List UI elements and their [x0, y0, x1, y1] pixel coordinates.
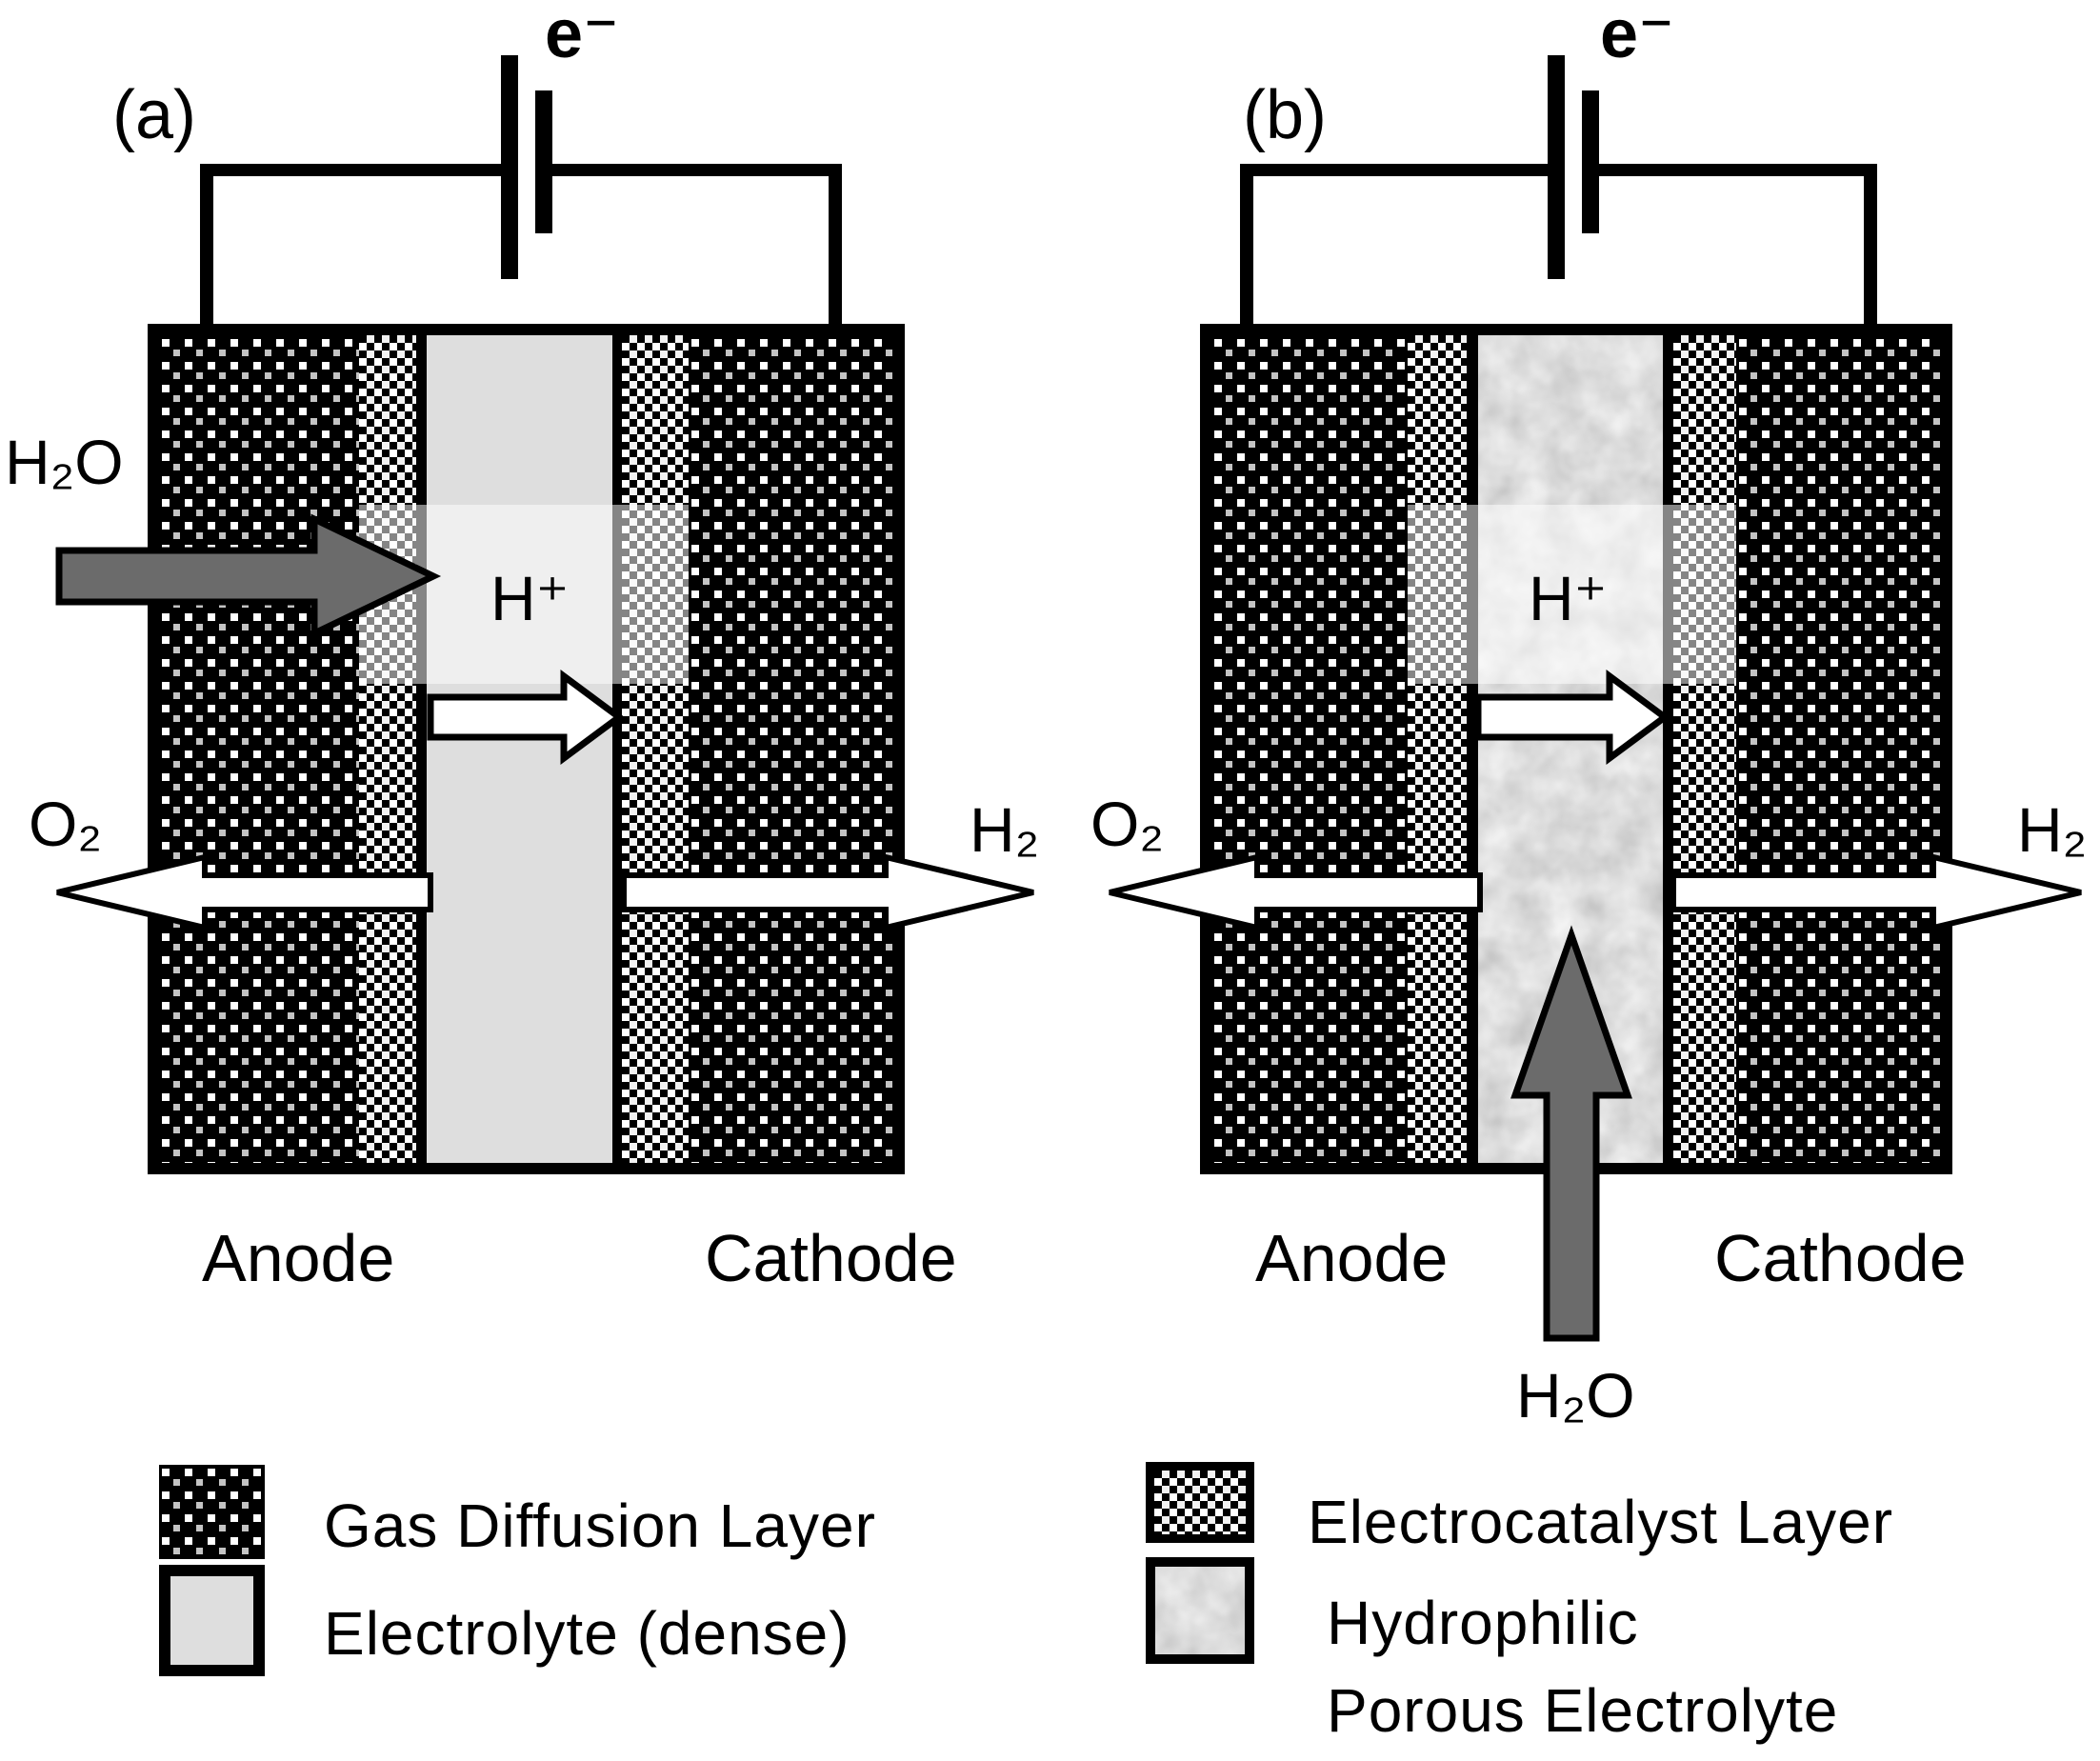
electrocatalyst-layer-right-b: [1673, 335, 1736, 1163]
wire-top-left-b: [1243, 164, 1548, 176]
proton-highlight-band-b: [1408, 505, 1736, 684]
cathode-label-b: Cathode: [1714, 1221, 1967, 1295]
proton-arrow-a: [427, 670, 625, 765]
legend-swatch-porous-pattern: [1155, 1567, 1245, 1654]
panel-b-letter: (b): [1243, 77, 1327, 153]
gas-diffusion-layer-left-a: [159, 335, 359, 1163]
legend-swatch-electrocatalyst-pattern: [1154, 1471, 1246, 1534]
wire-right-down-a: [829, 164, 842, 324]
electrocatalyst-layer-right-a: [622, 335, 689, 1163]
wire-top-right-a: [552, 164, 842, 176]
wire-left-down-b: [1240, 164, 1253, 324]
legend-swatch-electrocatalyst-layer: [1146, 1462, 1254, 1543]
anode-label-b: Anode: [1255, 1221, 1449, 1295]
wire-top-right-b: [1599, 164, 1877, 176]
gas-diffusion-layer-right-a: [689, 335, 893, 1163]
water-inlet-label-b: H₂O: [1516, 1360, 1635, 1431]
proton-label-b: H⁺: [1529, 563, 1608, 633]
legend-label-gas-diffusion-layer: Gas Diffusion Layer: [324, 1491, 876, 1560]
water-inlet-arrow-b: [1510, 925, 1632, 1342]
anode-label-a: Anode: [202, 1221, 395, 1295]
hydrogen-out-arrow-b: [1670, 853, 2082, 931]
battery-short-plate-b: [1582, 90, 1599, 233]
legend-label-porous-electrolyte: Porous Electrolyte: [1327, 1676, 1839, 1745]
legend-label-electrolyte-dense: Electrolyte (dense): [324, 1599, 850, 1668]
proton-label-a: H⁺: [490, 563, 570, 633]
wire-top-left-a: [203, 164, 501, 176]
gas-diffusion-layer-left-b: [1211, 335, 1408, 1163]
hydrogen-out-label-b: H₂: [2017, 794, 2088, 865]
proton-arrow-b: [1474, 670, 1670, 765]
gas-diffusion-layer-right-b: [1736, 335, 1941, 1163]
panel-b-electron-label: e⁻: [1600, 0, 1675, 72]
wire-left-down-a: [200, 164, 213, 324]
battery-long-plate-b: [1548, 55, 1565, 279]
water-inlet-arrow-a: [55, 513, 442, 639]
battery-short-plate-a: [535, 90, 552, 233]
electrocatalyst-layer-left-a: [359, 335, 416, 1163]
oxygen-out-arrow-a: [56, 853, 433, 931]
oxygen-out-label-b: O₂: [1090, 789, 1164, 859]
panel-a-electron-label: e⁻: [545, 0, 620, 72]
oxygen-out-arrow-b: [1109, 853, 1483, 931]
panel-a-letter: (a): [112, 77, 196, 153]
legend-label-hydrophilic: Hydrophilic: [1327, 1589, 1639, 1657]
legend-swatch-hydrophilic-porous-electrolyte: [1146, 1557, 1254, 1664]
battery-long-plate-a: [501, 55, 518, 279]
hydrogen-out-label-a: H₂: [970, 794, 1040, 865]
water-inlet-label-a: H₂O: [5, 427, 124, 497]
legend-label-electrocatalyst-layer: Electrocatalyst Layer: [1308, 1488, 1894, 1556]
legend-swatch-gas-diffusion-layer: [159, 1465, 265, 1559]
cathode-label-a: Cathode: [705, 1221, 957, 1295]
wire-right-down-b: [1864, 164, 1877, 324]
proton-highlight-band-a: [359, 505, 689, 684]
hydrogen-out-arrow-a: [621, 853, 1034, 931]
electrocatalyst-layer-left-b: [1408, 335, 1467, 1163]
oxygen-out-label-a: O₂: [29, 789, 102, 859]
legend-swatch-electrolyte-dense: [159, 1565, 265, 1676]
